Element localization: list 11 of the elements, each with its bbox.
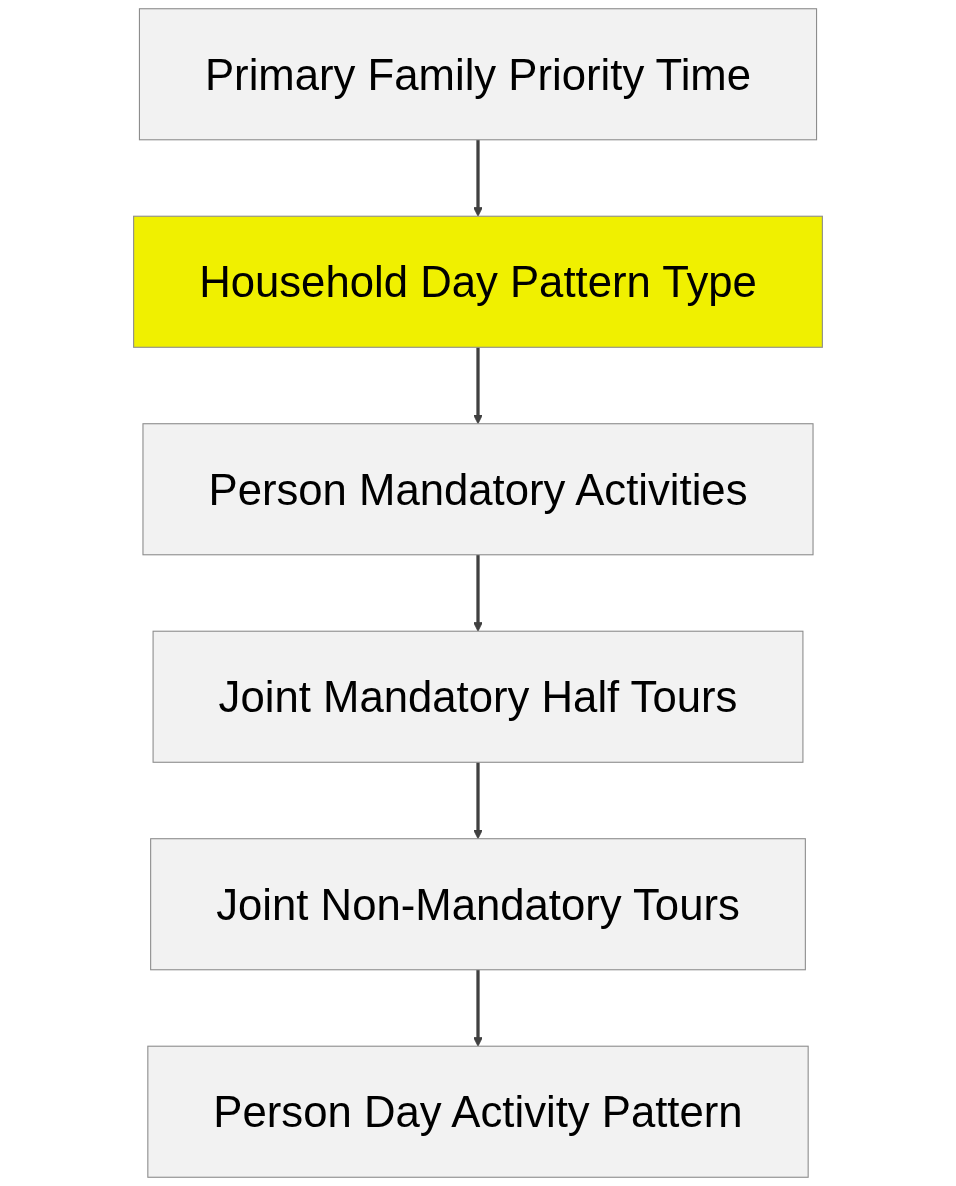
arrow — [473, 139, 483, 217]
arrow — [473, 554, 483, 632]
node-box: Joint Mandatory Half Tours — [152, 630, 804, 763]
node-box: Person Mandatory Activities — [142, 423, 814, 556]
node-box: Person Day Activity Pattern — [147, 1045, 809, 1178]
node-box: Joint Non-Mandatory Tours — [150, 838, 806, 971]
arrow — [473, 762, 483, 840]
arrow — [473, 969, 483, 1047]
arrow — [473, 347, 483, 425]
node-box: Primary Family Priority Time — [138, 8, 818, 141]
node-box: Household Day Pattern Type — [133, 215, 823, 348]
